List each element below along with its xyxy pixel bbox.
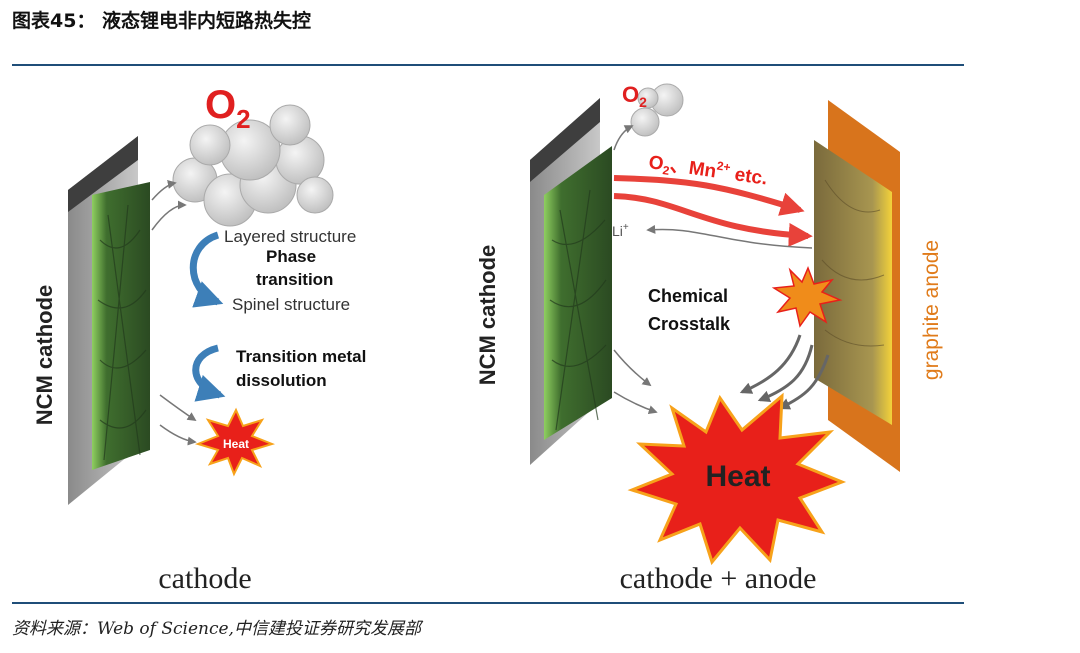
left-phase-text-2: transition: [256, 270, 333, 289]
left-o2-sub: 2: [236, 104, 250, 134]
left-heat-burst: [194, 407, 276, 477]
left-o2-base: O: [205, 83, 236, 127]
right-crosstalk-text-2: Crosstalk: [648, 314, 731, 334]
right-heat-text: Heat: [705, 460, 770, 493]
left-heat-text: Heat: [223, 437, 249, 451]
right-species-sep: 、: [669, 155, 691, 178]
figure-title: 图表45： 液态锂电非内短路热失控: [12, 10, 312, 32]
right-crosstalk-text-1: Chemical: [648, 286, 728, 306]
left-dissolution-arrow: [192, 344, 226, 402]
right-red-arrow-2: [613, 193, 813, 247]
left-panel: NCM cathode O2 Layered structure Phase t…: [32, 83, 366, 595]
right-o2-sub: 2: [639, 94, 647, 110]
right-li-sup: +: [623, 222, 629, 233]
right-o2-cloud: [630, 83, 684, 137]
right-cathode-slab: [544, 146, 612, 440]
right-species-o-sub: 2: [662, 163, 671, 178]
left-caption: cathode: [158, 562, 251, 595]
right-panel: NCM cathode graphite anode O2 O2、Mn2+ et…: [475, 82, 943, 595]
right-species-o: O: [647, 152, 665, 175]
left-cathode-slab: [92, 182, 150, 470]
right-electrode-label: NCM cathode: [475, 245, 500, 386]
right-o2-base: O: [622, 82, 639, 107]
right-heat-burst: [627, 392, 847, 566]
left-spinel-text: Spinel structure: [232, 295, 350, 314]
left-phase-arrow: [189, 231, 224, 308]
right-li-label: Li+: [612, 222, 629, 239]
left-phase-text-1: Phase: [266, 247, 316, 266]
right-red-arrow-1: [613, 175, 805, 216]
right-li-arrow: [646, 224, 813, 249]
bottom-rule: [12, 602, 964, 604]
right-li-base: Li: [612, 223, 623, 239]
top-rule: [12, 64, 964, 66]
left-tm-text-1: Transition metal: [236, 347, 366, 366]
right-spark: [771, 265, 843, 328]
right-species-etc: etc.: [728, 164, 769, 190]
right-o2-label: O2: [622, 82, 647, 110]
left-o2-label: O2: [205, 83, 251, 134]
left-tm-text-2: dissolution: [236, 371, 327, 390]
figure-source: 资料来源：Web of Science,中信建投证券研究发展部: [12, 619, 421, 639]
right-anode-label: graphite anode: [920, 240, 943, 380]
left-electrode-label: NCM cathode: [32, 285, 57, 426]
left-layered-text: Layered structure: [224, 227, 356, 246]
right-species-mn-sup: 2+: [716, 159, 732, 175]
right-species-mn: Mn: [687, 158, 717, 183]
left-o2-cloud: [172, 104, 334, 227]
right-caption: cathode + anode: [620, 562, 817, 595]
right-species-label: O2、Mn2+ etc.: [647, 149, 769, 191]
